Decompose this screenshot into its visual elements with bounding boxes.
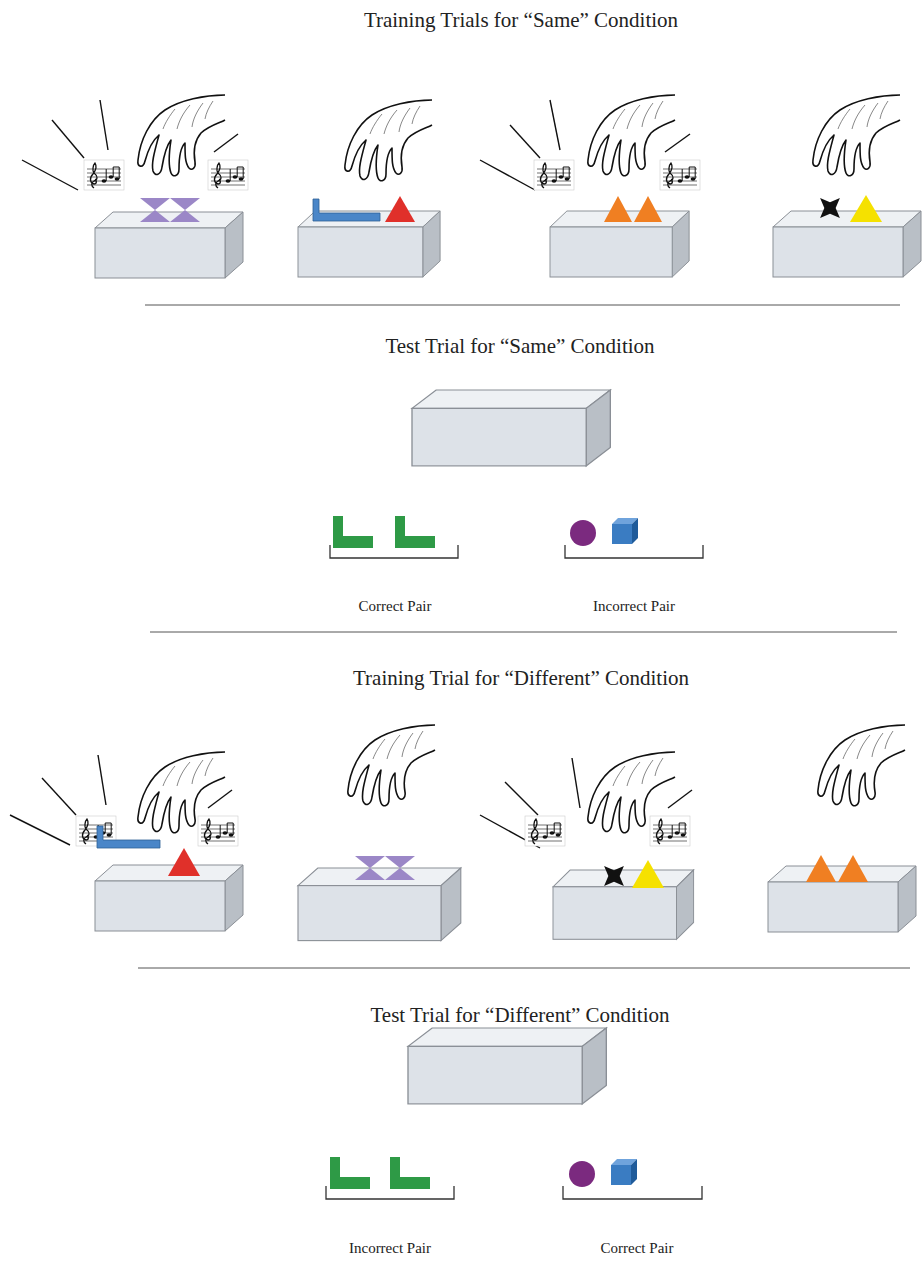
section-heading: Training Trial for “Different” Condition	[353, 666, 689, 691]
section-heading: Training Trials for “Same” Condition	[364, 8, 678, 33]
section-heading: Test Trial for “Different” Condition	[370, 1003, 669, 1028]
pair-label: Correct Pair	[601, 1240, 674, 1257]
pair-label: Incorrect Pair	[593, 598, 675, 615]
section-heading: Test Trial for “Same” Condition	[385, 334, 654, 359]
pair-label: Incorrect Pair	[349, 1240, 431, 1257]
pair-label: Correct Pair	[359, 598, 432, 615]
